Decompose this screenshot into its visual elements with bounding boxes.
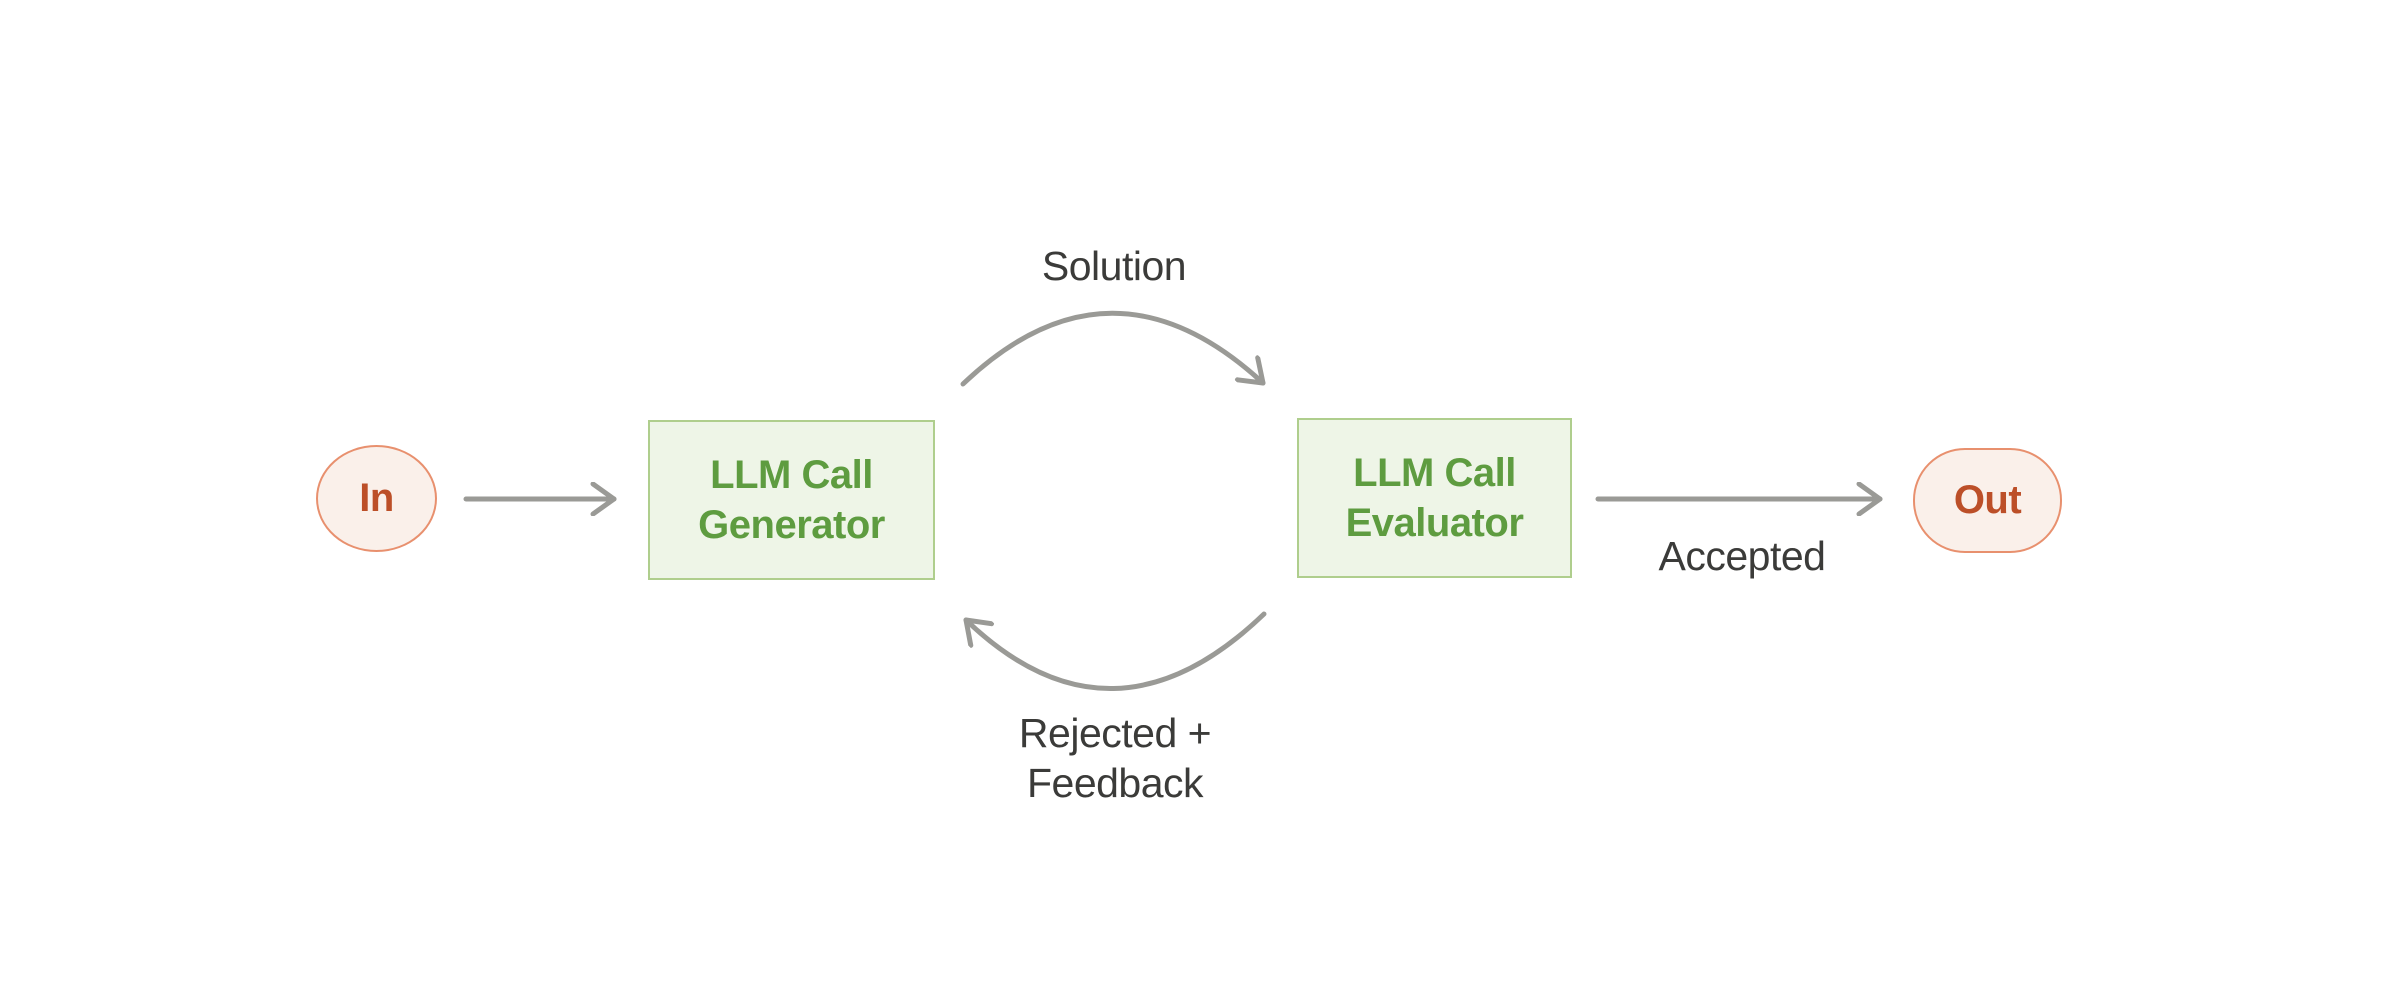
- node-generator-label-line1: LLM Call: [710, 453, 873, 497]
- edge-solution: [960, 310, 1266, 387]
- edge-label-rejected-line2: Feedback: [1026, 760, 1204, 806]
- node-out: Out: [1913, 448, 2062, 553]
- edge-label-rejected-line1: Rejected +: [1018, 710, 1212, 756]
- edge-label-solution: Solution: [1041, 243, 1187, 289]
- edge-rejected-feedback: [963, 611, 1267, 691]
- node-generator-label-line2: Generator: [698, 503, 885, 547]
- node-evaluator-label-line2: Evaluator: [1345, 501, 1524, 545]
- edge-label-rejected-feedback: Rejected + Feedback: [965, 708, 1265, 808]
- node-evaluator-label-line1: LLM Call: [1353, 451, 1516, 495]
- node-in: In: [316, 445, 437, 552]
- node-llm-call-evaluator: LLM Call Evaluator: [1297, 418, 1572, 578]
- edge-label-accepted: Accepted: [1658, 533, 1826, 579]
- node-llm-call-generator: LLM Call Generator: [648, 420, 935, 580]
